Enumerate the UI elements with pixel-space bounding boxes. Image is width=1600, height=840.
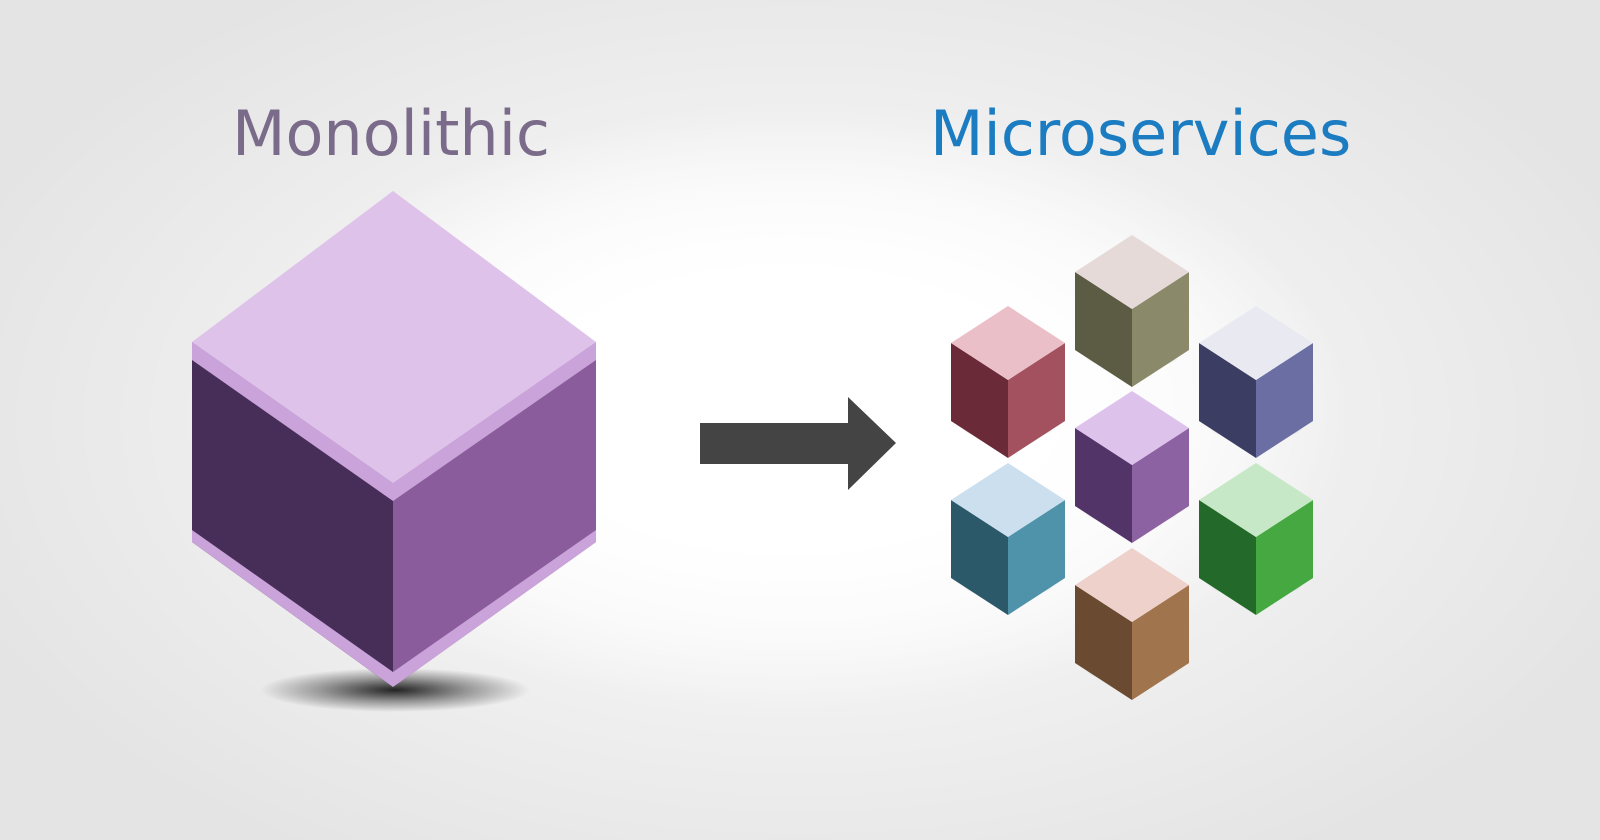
cube-slate-right-face [1256,343,1313,458]
cube-red-top-face [951,306,1065,380]
cube-green-left-face [1199,500,1256,615]
cube-teal-left-face [951,500,1008,615]
cube-slate-left-face [1199,343,1256,458]
cube-brown [1075,548,1189,700]
microservice-cubes [951,235,1313,700]
cube-purple-right-face [1132,428,1189,543]
cube-brown-right-face [1132,585,1189,700]
monolith-cube-right-face [393,342,596,687]
monolith-cube-left-face [192,342,393,687]
cube-teal-right-face [1008,500,1065,615]
monolithic-title: Monolithic [232,97,551,170]
cube-red-right-face [1008,343,1065,458]
monolith-cube [192,191,596,712]
cube-olive-right-face [1132,272,1189,387]
cube-red-left-face [951,343,1008,458]
cube-red [951,306,1065,458]
cube-green-right-face [1256,500,1313,615]
cube-olive [1075,235,1189,387]
cube-olive-top-face [1075,235,1189,309]
cube-olive-left-face [1075,272,1132,387]
cube-slate-top-face [1199,306,1313,380]
cube-teal-top-face [951,463,1065,537]
cube-purple-left-face [1075,428,1132,543]
monolith-cube-shadow [260,668,530,712]
cube-purple-top-face [1075,391,1189,465]
monolith-cube-top-rim-left [192,342,393,501]
monolith-cube-bottom-rim-right [393,530,596,687]
monolith-cube-top-rim-right [393,342,596,501]
cube-green [1199,463,1313,615]
monolith-cube-top-face [192,191,596,483]
cube-purple [1075,391,1189,543]
monolith-cube-bottom-rim-left [192,530,393,687]
cube-brown-left-face [1075,585,1132,700]
microservices-title: Microservices [930,97,1352,170]
transition-arrow [700,397,896,490]
cube-teal [951,463,1065,615]
cube-green-top-face [1199,463,1313,537]
cube-brown-top-face [1075,548,1189,622]
cube-slate [1199,306,1313,458]
